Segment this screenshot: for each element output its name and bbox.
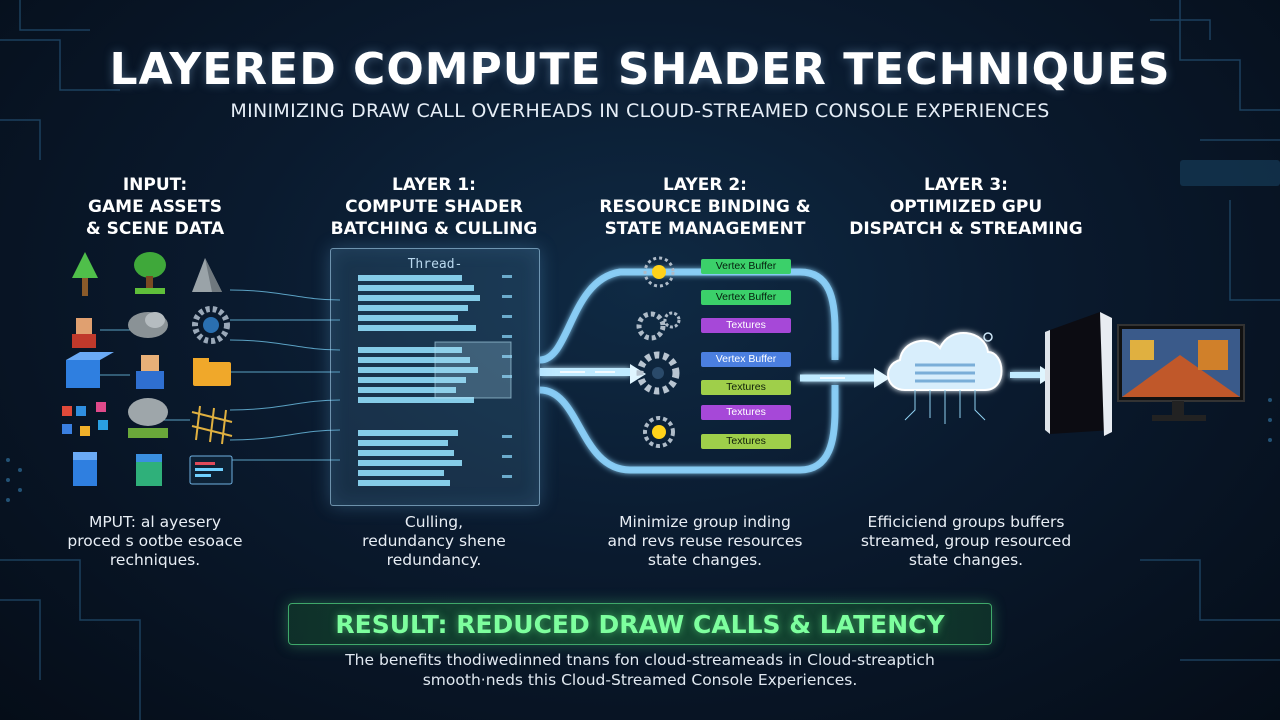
stage-title-layer1: LAYER 1: COMPUTE SHADER BATCHING & CULLI… xyxy=(330,175,538,239)
sun-gear-icon xyxy=(643,416,675,448)
monitor-icon xyxy=(1117,324,1245,421)
stage-title-layer2: LAYER 2: RESOURCE BINDING & STATE MANAGE… xyxy=(599,175,811,239)
chip-textures: Textures xyxy=(701,434,791,449)
result-banner: RESULT: REDUCED DRAW CALLS & LATENCY xyxy=(288,603,992,645)
cube-icon xyxy=(73,452,97,486)
gears-icon xyxy=(636,311,681,341)
stage-title-layer3: LAYER 3: OPTIMIZED GPU DISPATCH & STREAM… xyxy=(849,175,1083,239)
layer2-icons xyxy=(636,256,681,448)
console-icon xyxy=(1045,312,1112,436)
cube-icon xyxy=(136,454,162,486)
tree-icon xyxy=(72,252,98,296)
cloud-icon xyxy=(887,332,1003,424)
stage-desc-layer2: Minimize group inding and revs reuse res… xyxy=(607,513,803,569)
page-subtitle: MINIMIZING DRAW CALL OVERHEADS IN CLOUD-… xyxy=(230,100,1050,122)
cubes-icon xyxy=(62,402,108,436)
chip-vertex-buffer: Vertex Buffer xyxy=(701,352,791,367)
stage-desc-input: MPUT: al ayesery proced s ootbe esoace r… xyxy=(67,513,243,569)
chip-textures: Textures xyxy=(701,318,791,333)
footer-text: The benefits thodiwedinned tnans fon clo… xyxy=(345,651,935,689)
result-label: RESULT: REDUCED DRAW CALLS & LATENCY xyxy=(335,609,945,639)
character-icon xyxy=(136,355,164,389)
thread-label: Thread- xyxy=(407,257,463,272)
character-icon xyxy=(72,318,96,348)
input-asset-icons xyxy=(62,252,233,486)
tree-icon xyxy=(134,252,166,294)
stage-desc-layer3: Efficiciend groups buffers streamed, gro… xyxy=(860,513,1072,569)
tube-dash-arrows xyxy=(560,371,845,379)
rock-icon xyxy=(192,258,222,292)
chip-vertex-buffer: Vertex Buffer xyxy=(701,259,791,274)
stage-desc-layer1: Culling, redundancy shene redundancy. xyxy=(362,513,506,569)
gear-icon xyxy=(192,306,230,344)
code-panel-icon xyxy=(189,455,233,485)
page-title: LAYERED COMPUTE SHADER TECHNIQUES xyxy=(109,44,1171,95)
folder-icon xyxy=(193,358,231,386)
rock-icon xyxy=(128,312,168,338)
grid-icon xyxy=(191,405,233,445)
stage-title-input: INPUT: GAME ASSETS & SCENE DATA xyxy=(85,175,225,239)
input-connector-lines xyxy=(100,289,341,461)
gear-icon xyxy=(636,351,680,395)
chip-textures: Textures xyxy=(701,380,791,395)
sun-gear-icon xyxy=(643,256,675,288)
batch-panel: Thread- xyxy=(330,248,540,506)
cube-icon xyxy=(66,352,114,388)
chip-vertex-buffer: Vertex Buffer xyxy=(701,290,791,305)
rock-icon xyxy=(128,398,168,438)
thread-bars xyxy=(358,275,512,486)
chip-textures: Textures xyxy=(701,405,791,420)
